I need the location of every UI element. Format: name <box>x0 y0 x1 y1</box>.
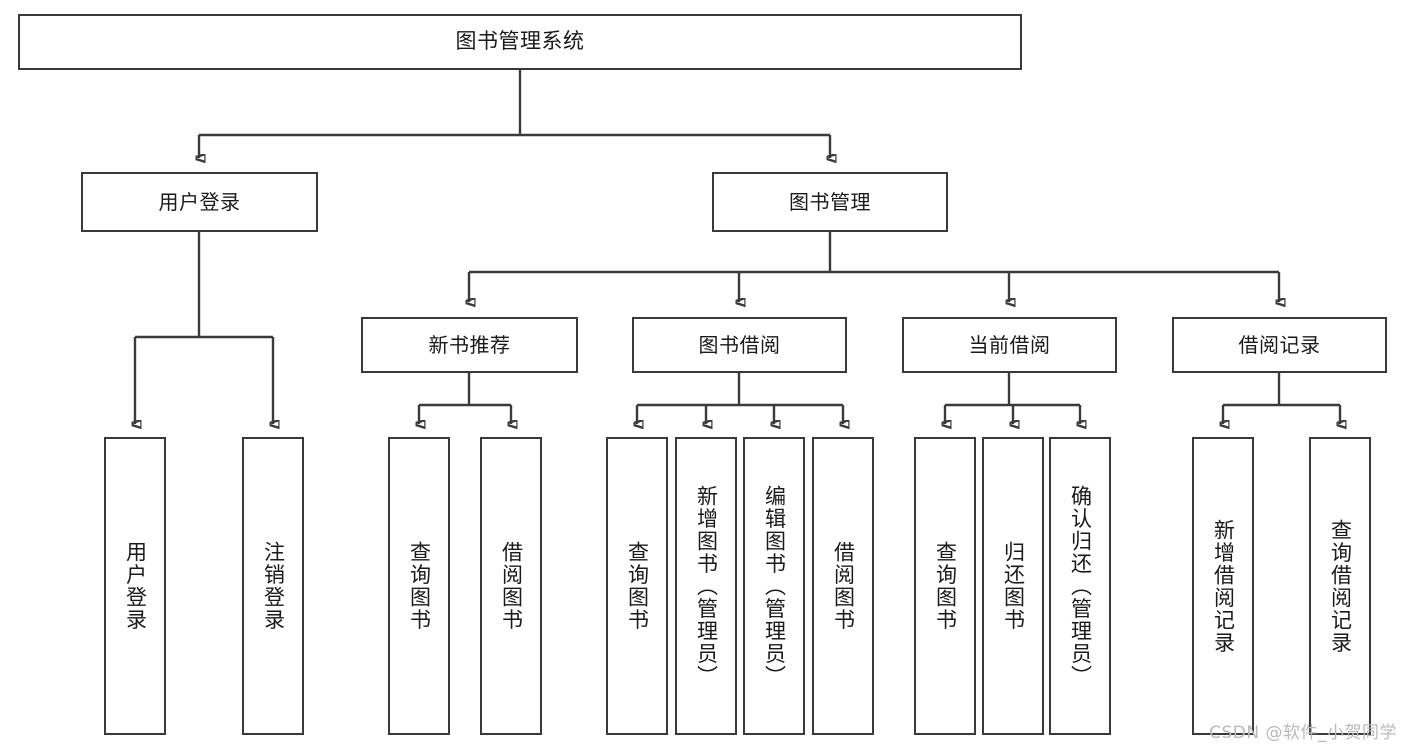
node-label: 图书管理 <box>789 189 871 214</box>
node-book-borrow[interactable]: 图书借阅 <box>632 317 847 373</box>
node-label: 借阅图书 <box>499 541 524 631</box>
leaf-current-confirm-return-admin[interactable]: 确认归还（管理员） <box>1049 437 1111 735</box>
leaf-borrow-borrow-book[interactable]: 借阅图书 <box>812 437 874 735</box>
leaf-current-query-book[interactable]: 查询图书 <box>914 437 976 735</box>
leaf-recommend-borrow-book[interactable]: 借阅图书 <box>480 437 542 735</box>
leaf-borrow-query-book[interactable]: 查询图书 <box>606 437 668 735</box>
leaf-user-login[interactable]: 用户登录 <box>104 437 166 735</box>
node-label: 编辑图书（管理员） <box>762 484 787 688</box>
node-label: 借阅记录 <box>1238 332 1321 357</box>
watermark-credit: CSDN @软件_小贺同学 <box>1209 723 1397 743</box>
node-label: 用户登录 <box>123 541 148 631</box>
node-label: 新增图书（管理员） <box>694 484 719 688</box>
node-label: 查询图书 <box>625 541 650 631</box>
node-label: 查询借阅记录 <box>1328 518 1353 654</box>
node-label: 图书管理系统 <box>455 29 585 54</box>
leaf-user-logout[interactable]: 注销登录 <box>242 437 304 735</box>
leaf-borrow-add-book-admin[interactable]: 新增图书（管理员） <box>675 437 737 735</box>
node-label: 新增借阅记录 <box>1211 518 1236 654</box>
leaf-recommend-query-book[interactable]: 查询图书 <box>388 437 450 735</box>
node-user-login[interactable]: 用户登录 <box>81 172 318 232</box>
node-label: 当前借阅 <box>968 332 1051 357</box>
node-label: 归还图书 <box>1001 541 1026 631</box>
leaf-record-query-borrow-record[interactable]: 查询借阅记录 <box>1309 437 1371 735</box>
node-label: 查询图书 <box>407 541 432 631</box>
leaf-record-add-borrow-record[interactable]: 新增借阅记录 <box>1192 437 1254 735</box>
node-label: 借阅图书 <box>831 541 856 631</box>
node-label: 新书推荐 <box>428 332 511 357</box>
node-root-system[interactable]: 图书管理系统 <box>18 14 1022 70</box>
node-current-borrow[interactable]: 当前借阅 <box>902 317 1117 373</box>
node-new-book-recommend[interactable]: 新书推荐 <box>361 317 578 373</box>
node-label: 用户登录 <box>158 189 241 214</box>
node-borrow-record[interactable]: 借阅记录 <box>1172 317 1387 373</box>
node-label: 查询图书 <box>933 541 958 631</box>
leaf-borrow-edit-book-admin[interactable]: 编辑图书（管理员） <box>743 437 805 735</box>
leaf-current-return-book[interactable]: 归还图书 <box>982 437 1044 735</box>
node-label: 图书借阅 <box>698 332 781 357</box>
node-book-management[interactable]: 图书管理 <box>712 172 948 232</box>
node-label: 注销登录 <box>261 541 286 631</box>
node-label: 确认归还（管理员） <box>1068 484 1093 688</box>
